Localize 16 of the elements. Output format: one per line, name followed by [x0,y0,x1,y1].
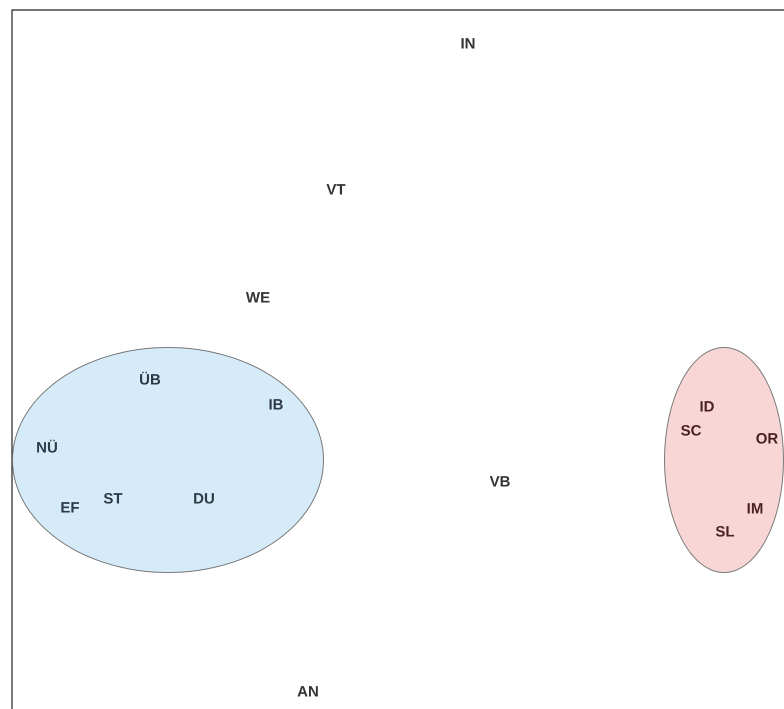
point-label: IN [460,36,476,52]
cluster-label: ST [103,492,123,506]
cluster-label: DU [193,492,215,506]
cluster-label: NÜ [36,440,58,456]
cluster-label: ID [700,400,714,414]
cluster-label: EF [60,500,80,516]
cluster-label: SL [715,524,735,540]
point-label: WE [246,290,270,306]
point-label: VT [326,182,346,198]
point-label: VB [490,474,510,490]
point-label: AN [297,684,319,700]
cluster-label: SC [680,424,702,438]
cluster-label: IB [268,398,284,412]
cluster-label: IM [746,502,764,516]
cluster-label: OR [756,432,778,446]
cluster-label: ÜB [139,372,161,388]
